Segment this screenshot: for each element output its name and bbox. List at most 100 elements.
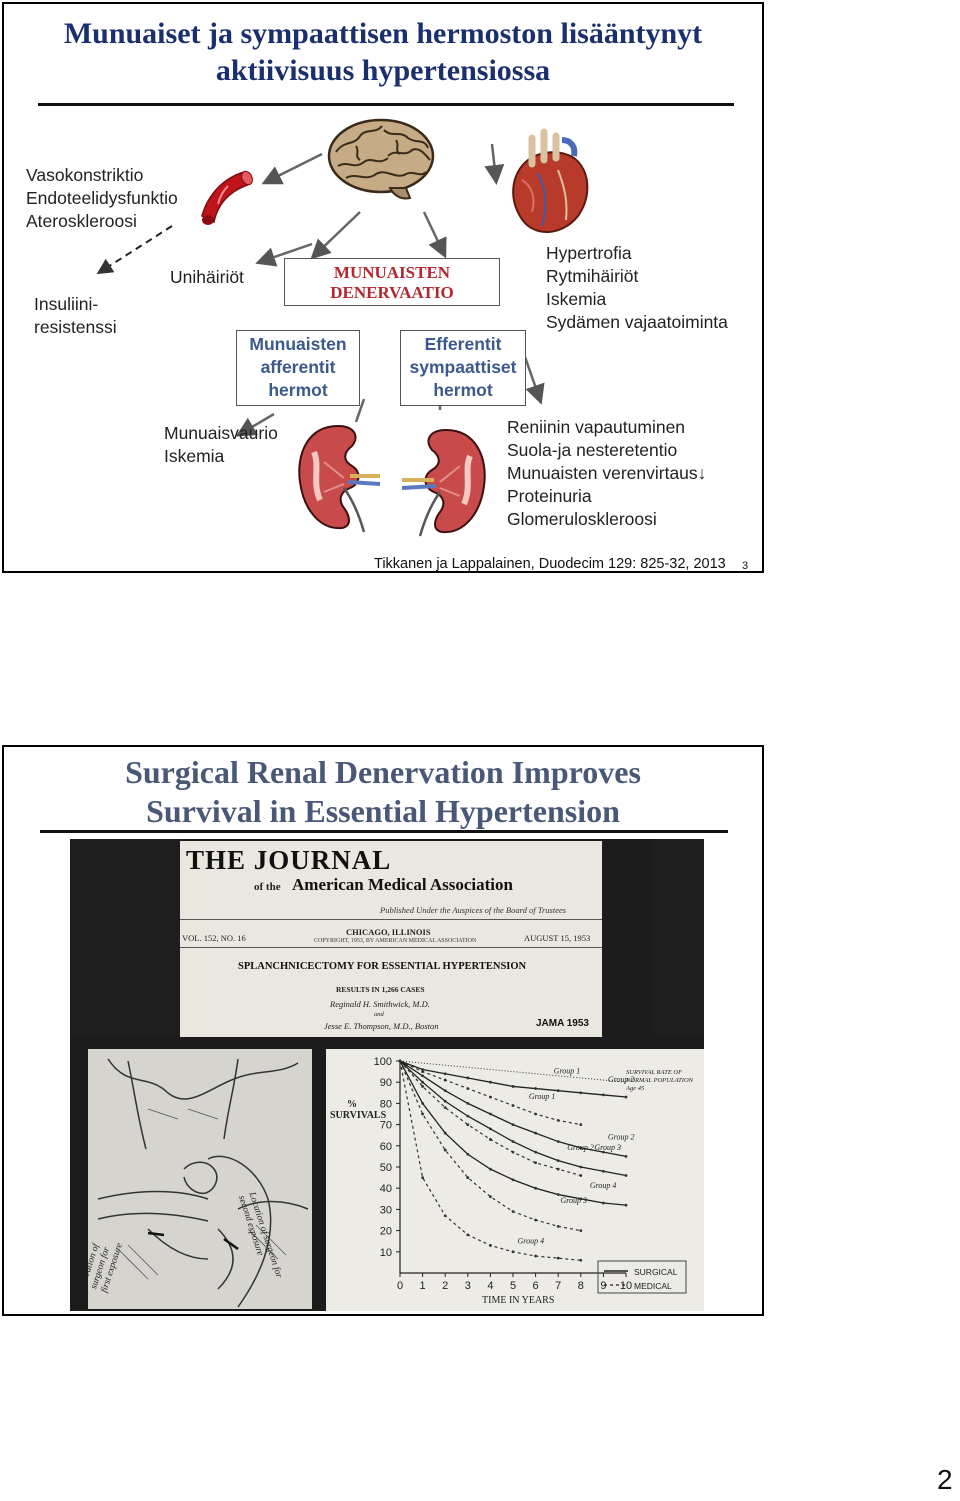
data-point	[466, 1102, 470, 1105]
efferent-nerves-box: Efferentit sympaattiset hermot	[400, 330, 526, 406]
data-point	[579, 1258, 583, 1262]
curve-label: Group 3	[560, 1196, 587, 1205]
artery-icon	[201, 170, 253, 225]
data-point	[421, 1112, 424, 1116]
data-point	[511, 1140, 515, 1143]
slide2-title: Surgical Renal Denervation Improves Surv…	[4, 753, 762, 831]
kidney-damage: Munuaisvaurio Iskemia	[164, 423, 278, 466]
surgical-illustration: Location of surgeon for first exposure L…	[79, 1049, 312, 1309]
data-point	[534, 1254, 537, 1258]
legend-box	[597, 1260, 687, 1294]
data-point	[556, 1118, 560, 1122]
x-tick-label: 7	[555, 1280, 561, 1292]
data-point	[556, 1159, 560, 1163]
title-underline	[38, 103, 734, 106]
curve-label: Group 1	[529, 1092, 556, 1101]
curve-label: Group 2	[608, 1132, 635, 1141]
data-point	[421, 1068, 424, 1071]
article-title: SPLANCHNICECTOMY FOR ESSENTIAL HYPERTENS…	[238, 961, 527, 972]
curve-label: Group 4	[518, 1236, 545, 1245]
y-tick-label: 40	[380, 1183, 392, 1195]
data-point	[421, 1070, 424, 1073]
data-point	[489, 1167, 492, 1171]
curve-label: Group 1	[554, 1067, 581, 1076]
x-tick-label: 4	[487, 1280, 493, 1292]
data-point	[489, 1244, 492, 1247]
y-tick-label: 90	[380, 1077, 392, 1089]
data-point	[443, 1099, 447, 1103]
data-point	[511, 1150, 515, 1154]
data-point	[556, 1224, 560, 1228]
data-point	[421, 1085, 424, 1088]
curve-label: Group 2	[608, 1075, 635, 1084]
survival-chart-panel: % SURVIVALS TIME IN YEARS SURVIVAL RATE …	[326, 1049, 704, 1311]
journal-masthead: THE JOURNAL of the American Medical Asso…	[180, 841, 602, 1037]
x-tick-label: 2	[442, 1280, 448, 1292]
data-point	[443, 1072, 447, 1076]
data-point	[602, 1093, 605, 1097]
title-underline	[40, 830, 728, 833]
data-point	[511, 1210, 515, 1213]
reference: Tikkanen ja Lappalainen, Duodecim 129: 8…	[374, 556, 726, 572]
afferent-nerves-box: Munuaisten afferentit hermot	[236, 330, 360, 406]
x-tick-label: 0	[397, 1280, 403, 1292]
data-point	[466, 1114, 470, 1118]
data-point	[534, 1112, 537, 1116]
journal-subtitle: American Medical Association	[292, 875, 513, 894]
jama-badge: JAMA 1953	[536, 1018, 589, 1029]
heart-icon	[512, 128, 589, 234]
sleep-disorders: Unihäiriöt	[170, 267, 244, 287]
data-point	[534, 1186, 537, 1190]
data-point	[511, 1250, 515, 1254]
arrow-to-sleep	[255, 242, 313, 267]
x-tick-label: 8	[578, 1280, 584, 1292]
data-point	[556, 1167, 560, 1171]
data-point	[421, 1074, 424, 1078]
x-tick-label: 5	[510, 1280, 516, 1292]
data-point	[511, 1104, 515, 1107]
y-tick-label: 30	[380, 1204, 392, 1216]
slide2-title-line1: Surgical Renal Denervation Improves	[125, 754, 641, 790]
heart-effects: Hypertrofia Rytmihäiriöt Iskemia Sydämen…	[546, 243, 728, 332]
data-point	[579, 1123, 583, 1126]
chart-ylabel: % SURVIVALS	[330, 1099, 387, 1121]
slide-surgical-denervation: Surgical Renal Denervation Improves Surv…	[2, 745, 764, 1316]
data-point	[466, 1176, 470, 1179]
data-point	[579, 1146, 583, 1150]
arrow-to-heart	[484, 143, 505, 185]
data-point	[579, 1174, 583, 1177]
data-point	[489, 1080, 492, 1084]
data-point	[398, 1059, 402, 1063]
data-point	[489, 1195, 492, 1199]
data-point	[624, 1095, 628, 1099]
journal-title: THE JOURNAL	[186, 845, 392, 875]
data-point	[602, 1201, 605, 1205]
data-point	[556, 1089, 560, 1093]
data-point	[534, 1131, 537, 1135]
data-point	[466, 1152, 470, 1156]
data-point	[579, 1229, 583, 1232]
legend-surgical: SURGICAL	[634, 1267, 678, 1277]
data-point	[624, 1174, 628, 1177]
data-point	[443, 1148, 447, 1152]
insulin-resistance: Insuliini- resistenssi	[34, 294, 117, 337]
y-tick-label: 10	[380, 1247, 392, 1259]
kidney-left-icon	[298, 424, 381, 533]
normal-population-label: SURVIVAL RATE OF NORMAL POPULATION Age 4…	[626, 1069, 693, 1092]
data-point	[579, 1197, 583, 1201]
data-point	[443, 1078, 447, 1082]
slide1-title-line2: aktiivisuus hypertensiossa	[215, 53, 551, 87]
data-point	[624, 1203, 628, 1207]
renal-effects: Reniinin vapautuminen Suola-ja nesterete…	[507, 417, 707, 529]
series-line-normal-normal	[399, 1060, 627, 1083]
data-point	[534, 1150, 537, 1154]
curve-label: Group 4	[590, 1181, 617, 1190]
data-point	[443, 1089, 447, 1093]
data-point	[534, 1218, 537, 1222]
data-point	[602, 1169, 605, 1173]
legend-medical: MEDICAL	[634, 1281, 672, 1291]
data-point	[443, 1214, 447, 1218]
data-point	[443, 1106, 447, 1110]
data-point	[534, 1087, 537, 1090]
